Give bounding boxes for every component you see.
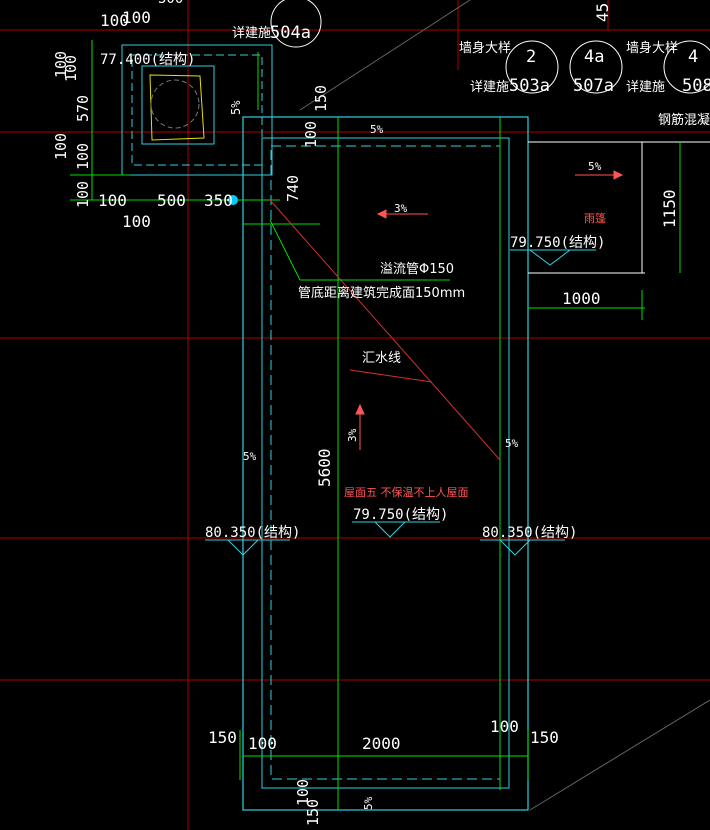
dim-100-bl: 100 xyxy=(248,734,277,753)
circle-508-label: 508 xyxy=(682,76,710,96)
canopy-slope: 5% xyxy=(588,160,602,173)
overflow-pipe-icon xyxy=(228,195,238,205)
dim-100-v: 100 xyxy=(302,121,320,148)
dim-150-bottom: 150 xyxy=(304,799,322,826)
slope-top: 5% xyxy=(370,123,384,136)
elev-center: 79.750(结构) xyxy=(353,507,448,523)
canopy-label: 雨篷 xyxy=(584,211,606,225)
wall-detail-1: 墙身大样 xyxy=(459,40,511,56)
pipe-note: 管底距离建筑完成面150mm xyxy=(298,285,465,301)
elev-left: 80.350(结构) xyxy=(205,525,300,541)
drain-line xyxy=(269,199,501,461)
dim-500-top: 500 xyxy=(158,0,183,7)
roof-note: 屋面五 不保温不上人屋面 xyxy=(344,485,469,499)
circle-4a-label: 4a xyxy=(584,47,604,67)
dimension-lines xyxy=(70,40,529,780)
circle-503a-label: 503a xyxy=(509,76,550,96)
dim-2000: 2000 xyxy=(362,734,401,753)
background-diagonals xyxy=(299,0,710,811)
elevation-markers xyxy=(205,249,596,556)
dim-v100e: 100 xyxy=(74,181,92,208)
dim-h100top: 100 xyxy=(122,8,151,27)
dim-45: 45 xyxy=(593,3,612,22)
shaft-box xyxy=(121,44,273,176)
dim-h100b: 100 xyxy=(122,212,151,231)
elev-right: 80.350(结构) xyxy=(482,525,577,541)
canopy-elev: 79.750(结构) xyxy=(510,235,605,251)
roof-outline xyxy=(242,116,529,811)
circle-4-label: 4 xyxy=(688,47,698,67)
rebar-note: 钢筋混凝土 xyxy=(658,112,710,128)
ref-detail-2: 详建施 xyxy=(470,80,509,95)
canopy-outline xyxy=(528,141,710,320)
slope-left: 5% xyxy=(243,450,257,463)
elev-77400: 77.400(结构) xyxy=(100,52,195,68)
circle-504a-label: 504a xyxy=(270,23,311,43)
dim-150-top: 150 xyxy=(312,85,330,112)
slope-5-small: 5% xyxy=(229,100,243,115)
dim-100-br: 100 xyxy=(490,717,519,736)
dim-v100d: 100 xyxy=(74,143,92,170)
dim-v100b: 100 xyxy=(62,55,80,82)
dim-v570: 570 xyxy=(74,95,92,122)
slope-right: 5% xyxy=(505,437,519,450)
dim-150-bl: 150 xyxy=(208,728,237,747)
drain-line-label: 汇水线 xyxy=(362,351,401,366)
circle-507a-label: 507a xyxy=(573,76,614,96)
slope-bottom: 5% xyxy=(362,796,375,810)
dim-1150: 1150 xyxy=(660,189,679,228)
detail-circles xyxy=(270,0,710,94)
slope-3-v: 3% xyxy=(346,428,359,442)
dim-h100a: 100 xyxy=(98,191,127,210)
circle-2-label: 2 xyxy=(526,47,536,67)
wall-detail-2: 墙身大样 xyxy=(626,40,678,56)
dim-v100a: 100 xyxy=(52,51,70,78)
ref-detail-3: 详建施 xyxy=(626,80,665,95)
dim-740: 740 xyxy=(284,175,302,202)
dim-5600: 5600 xyxy=(315,448,334,487)
dim-h500: 500 xyxy=(157,191,186,210)
slope-arrows xyxy=(355,170,624,450)
ref-detail-1: 详建施 xyxy=(232,26,271,41)
dim-v100c: 100 xyxy=(52,133,70,160)
dim-1000: 1000 xyxy=(562,289,601,308)
slope-3-h: 3% xyxy=(394,202,408,215)
dim-150-br: 150 xyxy=(530,728,559,747)
dim-100-top: 100 xyxy=(100,11,129,30)
dim-100-bottom: 100 xyxy=(294,779,312,806)
overflow-pipe-label: 溢流管Φ150 xyxy=(380,262,454,277)
dim-h350: 350 xyxy=(204,191,233,210)
